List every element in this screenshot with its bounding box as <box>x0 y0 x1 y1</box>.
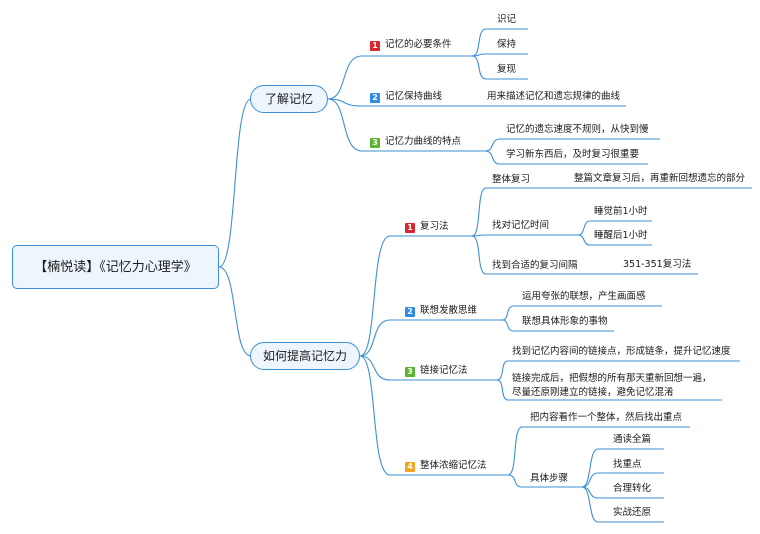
leaf-whole-review-detail[interactable]: 整篇文章复习后，再重新回想遗忘的部分 <box>574 173 746 184</box>
topic-association[interactable]: 2 联想发散思维 <box>405 306 477 317</box>
leaf-curve-description[interactable]: 用来描述记忆和遗忘规律的曲线 <box>487 91 621 102</box>
subtopic-review-interval[interactable]: 找到合适的复习间隔 <box>492 260 578 271</box>
leaf-find-key[interactable]: 找重点 <box>613 459 642 470</box>
leaf-after-linking-line-2: 尽量还原刚建立的链接，避免记忆混淆 <box>512 387 674 398</box>
leaf-find-links[interactable]: 找到记忆内容间的链接点，形成链条，提升记忆速度 <box>512 346 731 357</box>
leaf-before-sleep[interactable]: 睡觉前1小时 <box>594 206 648 217</box>
priority-2-icon: 2 <box>405 307 415 317</box>
topic-link-memory[interactable]: 3 链接记忆法 <box>405 366 468 377</box>
leaf-351-method[interactable]: 351-351复习法 <box>623 259 692 270</box>
priority-4-icon: 4 <box>405 462 415 472</box>
leaf-practice-restore[interactable]: 实战还原 <box>613 507 652 518</box>
branch-understand-memory[interactable]: 了解记忆 <box>250 85 328 113</box>
priority-1-icon: 1 <box>405 223 415 233</box>
topic-label: 记忆的必要条件 <box>385 39 452 50</box>
branch-label: 如何提高记忆力 <box>262 349 347 363</box>
priority-1-icon: 1 <box>370 41 380 51</box>
topic-memory-conditions[interactable]: 1 记忆的必要条件 <box>370 40 452 51</box>
leaf-after-linking[interactable]: 链接完成后，把假想的所有那天重新回想一遍， 尽量还原刚建立的链接，避免记忆混淆 <box>512 372 712 400</box>
leaf-exaggerated-association[interactable]: 运用夸张的联想，产生画面感 <box>522 291 646 302</box>
leaf-recognize[interactable]: 识记 <box>497 14 517 25</box>
priority-2-icon: 2 <box>370 93 380 103</box>
topic-review-method[interactable]: 1 复习法 <box>405 222 449 233</box>
branch-label: 了解记忆 <box>264 92 313 106</box>
leaf-review-timely[interactable]: 学习新东西后，及时复习很重要 <box>506 149 640 160</box>
topic-label: 复习法 <box>420 221 449 232</box>
leaf-concrete-objects[interactable]: 联想具体形象的事物 <box>522 316 608 327</box>
priority-3-icon: 3 <box>405 367 415 377</box>
root-label: 【楠悦读】《记忆力心理学》 <box>34 259 197 275</box>
leaf-after-wake[interactable]: 睡醒后1小时 <box>594 230 648 241</box>
subtopic-steps[interactable]: 具体步骤 <box>530 473 569 484</box>
topic-label: 联想发散思维 <box>420 305 478 316</box>
topic-label: 记忆保持曲线 <box>385 91 443 102</box>
topic-condense-memory[interactable]: 4 整体浓缩记忆法 <box>405 461 487 472</box>
leaf-recall[interactable]: 复现 <box>497 64 517 75</box>
topic-label: 整体浓缩记忆法 <box>420 460 487 471</box>
subtopic-whole-review[interactable]: 整体复习 <box>492 174 531 185</box>
topic-label: 记忆力曲线的特点 <box>385 136 462 147</box>
topic-retention-curve[interactable]: 2 记忆保持曲线 <box>370 92 442 103</box>
branch-improve-memory[interactable]: 如何提高记忆力 <box>250 342 360 370</box>
leaf-retain[interactable]: 保持 <box>497 39 517 50</box>
topic-curve-features[interactable]: 3 记忆力曲线的特点 <box>370 137 461 148</box>
priority-3-icon: 3 <box>370 138 380 148</box>
leaf-read-through[interactable]: 通读全篇 <box>613 434 652 445</box>
subtopic-right-time[interactable]: 找对记忆时间 <box>492 220 550 231</box>
topic-label: 链接记忆法 <box>420 365 468 376</box>
leaf-transform[interactable]: 合理转化 <box>613 483 652 494</box>
leaf-forgetting-speed[interactable]: 记忆的遗忘速度不规则，从快到慢 <box>506 124 649 135</box>
leaf-whole-then-key[interactable]: 把内容看作一个整体，然后找出重点 <box>530 412 683 423</box>
leaf-after-linking-line-1: 链接完成后，把假想的所有那天重新回想一遍， <box>512 373 712 384</box>
root-node[interactable]: 【楠悦读】《记忆力心理学》 <box>12 245 219 289</box>
